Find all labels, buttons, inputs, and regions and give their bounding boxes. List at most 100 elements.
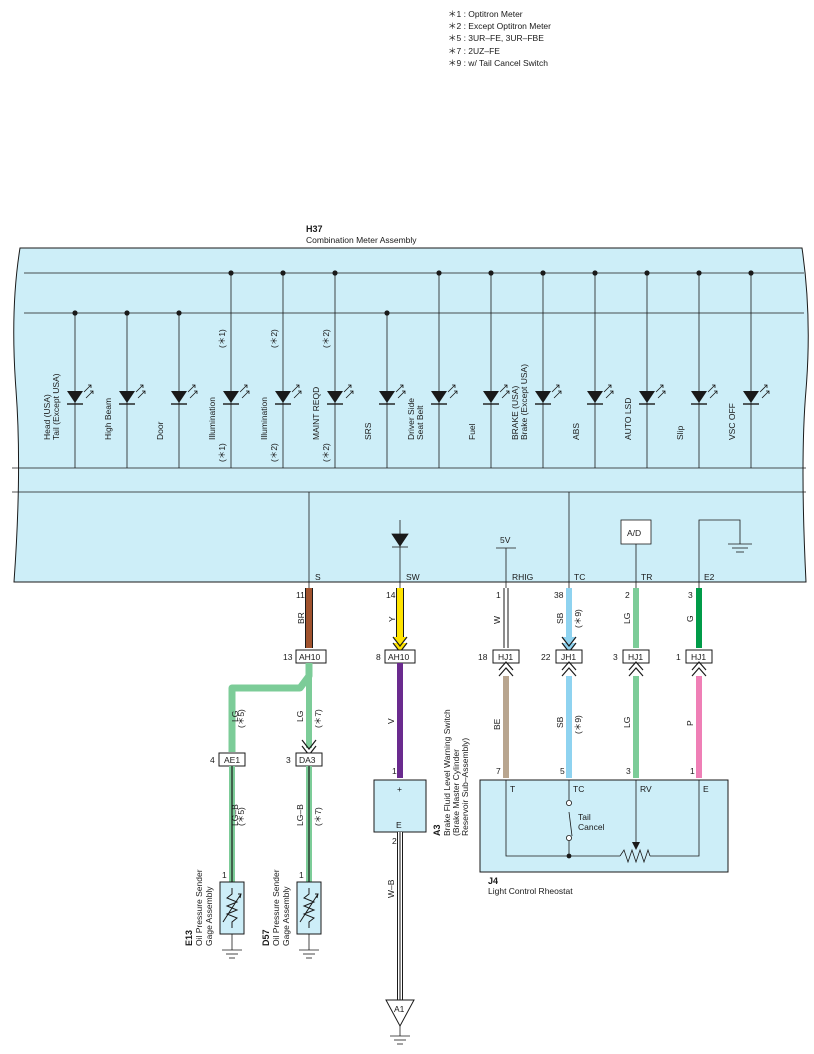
rheostat-box — [479, 779, 729, 873]
meter-name: Combination Meter Assembly — [306, 235, 417, 245]
wire-lg-branch — [228, 663, 313, 752]
sender-name: Oil Pressure Sender — [194, 869, 204, 946]
rheostat-circuit — [650, 780, 700, 857]
wire-note: (＊7) — [313, 807, 323, 826]
led-icon — [483, 391, 499, 403]
lamp-label: Illumination — [207, 397, 217, 440]
led-icon — [119, 391, 135, 403]
connector-pin: 18 — [478, 652, 488, 662]
led-icon — [171, 391, 187, 403]
terminal-pin: 3 — [688, 590, 693, 600]
variable-resistor-icon — [222, 888, 242, 928]
rhig-supply-label: 5V — [500, 535, 511, 545]
connector-arrow-icon — [628, 661, 644, 677]
switch-name: Reservoir Sub–Assembly) — [460, 738, 470, 836]
legend-note: ＊2 : Except Optitron Meter — [448, 21, 551, 32]
junction-dot — [644, 270, 650, 276]
tail-cancel-switch-blade — [568, 811, 573, 837]
junction-dot — [566, 853, 572, 859]
sender-name: Gage Assembly — [204, 886, 214, 946]
terminal-name: TC — [574, 572, 585, 582]
light-rays-icon — [83, 384, 94, 399]
terminal-name: E2 — [704, 572, 715, 582]
legend-note: ＊1 : Optitron Meter — [448, 9, 523, 19]
wire-code: G — [685, 615, 695, 622]
terminal-pin: 11 — [296, 590, 305, 600]
light-rays-icon — [239, 384, 250, 399]
wire-note: (＊9) — [573, 609, 583, 628]
junction-dot — [436, 270, 442, 276]
lamp-note: (＊1) — [217, 443, 227, 462]
connector-code: JH1 — [561, 652, 576, 662]
switch-code: A3 — [432, 824, 442, 836]
wire-code: LG–B — [295, 804, 305, 826]
light-rays-icon — [395, 384, 406, 399]
junction-dot — [280, 270, 286, 276]
ground-point-a1: A1 — [385, 999, 415, 1045]
connector-code: HJ1 — [628, 652, 643, 662]
e2-ground-path — [698, 519, 741, 588]
ad-converter-box — [620, 519, 652, 545]
sender-pin: 1 — [299, 870, 304, 880]
connector-box — [492, 649, 520, 664]
led-icon — [67, 391, 83, 403]
sender-code: D57 — [261, 929, 271, 946]
led-icon — [327, 391, 343, 403]
led-icon — [535, 391, 551, 403]
wire-code: LG — [622, 613, 632, 624]
light-rays-icon — [447, 384, 458, 399]
led-icon — [743, 391, 759, 403]
junction-dot — [228, 270, 234, 276]
light-rays-icon — [759, 384, 770, 399]
wire-code: Y — [387, 616, 397, 622]
middle-wires — [228, 663, 702, 778]
lamp-label: ABS — [571, 423, 581, 440]
led-icon — [223, 391, 239, 403]
wire-note: (＊5) — [236, 807, 246, 826]
junction-dot — [176, 310, 182, 316]
sender-name: Oil Pressure Sender — [271, 869, 281, 946]
rheostat-term: T — [510, 784, 515, 794]
oil-pressure-sender-e13: 1 E13 Oil Pressure Sender Gage Assembly — [184, 869, 245, 959]
led-icon — [379, 391, 395, 403]
lamp-label: Brake (Except USA) — [519, 364, 529, 440]
switch-name: (Brake Master Cylinder — [451, 749, 461, 836]
connector-code: AE1 — [224, 755, 240, 765]
rheostat-pin: 5 — [560, 766, 565, 776]
wire-code: LG–B — [230, 804, 240, 826]
legend-note: ＊9 : w/ Tail Cancel Switch — [448, 57, 548, 68]
switch-contact — [566, 800, 573, 807]
ad-converter-label: A/D — [627, 528, 641, 538]
legend-note: ＊7 : 2UZ–FE — [448, 45, 500, 56]
connector-arrow-icon — [561, 661, 577, 677]
switch-e-label: E — [396, 820, 402, 830]
connector-code: HJ1 — [498, 652, 513, 662]
connector-pin: 13 — [283, 652, 293, 662]
lamp-note: (＊2) — [269, 329, 279, 348]
lamp-label: Head (USA) — [42, 394, 52, 440]
rheostat-term: RV — [640, 784, 652, 794]
junction-dot — [488, 270, 494, 276]
connector-code: AH10 — [388, 652, 410, 662]
wire-code: W–B — [386, 879, 396, 898]
switch-pin: 1 — [392, 766, 397, 776]
rheostat-wiper-arrow — [632, 842, 640, 850]
connector-box — [685, 649, 713, 664]
wire-code: LG — [622, 717, 632, 728]
wire-note: (＊5) — [236, 709, 246, 728]
switch-name: Brake Fluid Level Warning Switch — [442, 709, 452, 836]
lamp-label: BRAKE (USA) — [510, 386, 520, 440]
light-rays-icon — [551, 384, 562, 399]
light-rays-icon — [135, 384, 146, 399]
light-rays-icon — [655, 384, 666, 399]
meter-terminal-circuits — [308, 492, 752, 588]
lamp-label: Tail (Except USA) — [51, 373, 61, 440]
junction-dot — [72, 310, 78, 316]
wire-code: LG — [230, 711, 240, 722]
junction-dot — [592, 270, 598, 276]
switch-label: Tail — [578, 812, 591, 822]
connector-box — [555, 649, 583, 664]
connector-pin: 22 — [541, 652, 551, 662]
light-rays-icon — [603, 384, 614, 399]
led-icon — [275, 391, 291, 403]
